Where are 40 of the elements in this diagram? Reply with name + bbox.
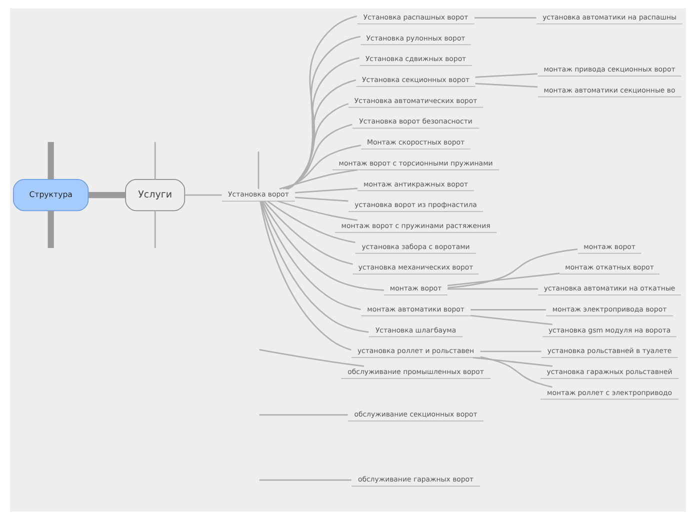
connector: [88, 192, 126, 198]
connector: [470, 314, 552, 326]
connector: [279, 169, 358, 190]
connector: [295, 188, 358, 194]
connector: [295, 196, 348, 202]
connector: [260, 201, 369, 333]
connector: [259, 414, 348, 416]
connector: [259, 479, 352, 481]
connector: [470, 309, 546, 310]
connector: [267, 200, 356, 244]
connector: [283, 144, 362, 190]
connector: [48, 142, 54, 180]
connector: [448, 288, 538, 290]
connector: [258, 152, 260, 189]
connector: [447, 272, 560, 286]
connector: [288, 16, 358, 190]
connector: [184, 194, 222, 196]
connector: [287, 79, 356, 190]
connector: [448, 248, 578, 288]
connector: [261, 201, 361, 310]
connector: [475, 82, 538, 88]
connector: [480, 350, 542, 352]
connector: [472, 356, 553, 367]
node-box: Структура: [13, 178, 89, 212]
connector: [285, 124, 352, 190]
connector: [287, 57, 360, 190]
connector: [264, 200, 353, 265]
connector: [288, 36, 361, 190]
connector: [48, 210, 54, 248]
connector: [154, 210, 156, 248]
connector: [154, 142, 156, 180]
connector: [259, 349, 364, 367]
node-box: Услуги: [125, 178, 186, 212]
connector: [474, 17, 536, 18]
connector: [286, 103, 349, 190]
connector: [278, 200, 358, 221]
connector: [480, 356, 552, 388]
connector: [262, 200, 384, 291]
connector: [475, 73, 538, 78]
connector: [260, 201, 352, 351]
